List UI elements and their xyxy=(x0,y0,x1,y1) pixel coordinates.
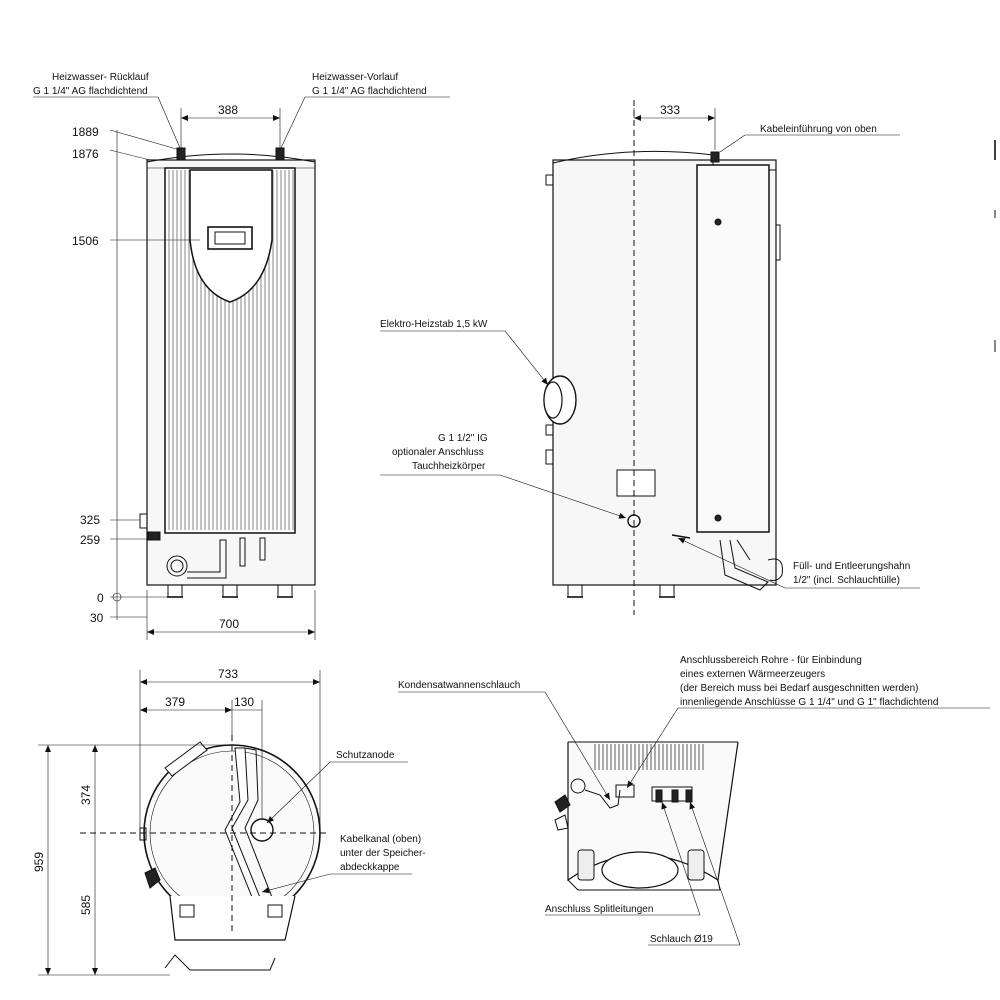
label-cable-entry: Kabeleinführung von oben xyxy=(760,124,877,135)
dim-374: 374 xyxy=(79,785,93,805)
dim-130: 130 xyxy=(234,695,254,709)
label-connection-1: Anschlussbereich Rohre - für Einbindung xyxy=(680,655,862,666)
dim-733: 733 xyxy=(218,667,238,681)
dim-333: 333 xyxy=(660,103,680,117)
dim-959: 959 xyxy=(32,852,46,872)
dim-325: 325 xyxy=(80,513,100,527)
label-optional-3: Tauchheizkörper xyxy=(412,461,486,472)
label-optional-1: G 1 1/2" IG xyxy=(438,433,488,444)
dim-700: 700 xyxy=(219,617,239,631)
label-cable-channel-1: Kabelkanal (oben) xyxy=(340,834,421,845)
label-condensate: Kondensatwannenschlauch xyxy=(398,680,520,691)
label-split: Anschluss Splitleitungen xyxy=(545,904,653,915)
top-view: 733 379 130 959 374 585 Schutzanode Kabe… xyxy=(32,667,426,976)
label-anode: Schutzanode xyxy=(336,750,395,761)
label-drain-1: Füll- und Entleerungshahn xyxy=(793,561,910,572)
label-connection-3: (der Bereich muss bei Bedarf ausgeschnit… xyxy=(680,683,918,694)
label-hose: Schlauch Ø19 xyxy=(650,934,713,945)
dim-259: 259 xyxy=(80,533,100,547)
label-connection-4: innenliegende Anschlüsse G 1 1/4" und G … xyxy=(680,697,938,708)
detail-view: Kondensatwannenschlauch Anschlussbereich… xyxy=(398,655,990,946)
label-connection-2: eines externen Wärmeerzeugers xyxy=(680,669,825,680)
label-return-1: Heizwasser- Rücklauf xyxy=(52,72,149,83)
label-cable-channel-3: abdeckkappe xyxy=(340,862,400,873)
side-panel xyxy=(696,164,770,533)
front-top-cap xyxy=(146,153,316,163)
return-pipe-stub xyxy=(176,147,186,161)
label-supply-1: Heizwasser-Vorlauf xyxy=(312,72,398,83)
dim-1889: 1889 xyxy=(72,125,99,139)
dim-379: 379 xyxy=(165,695,185,709)
label-optional-2: optionaler Anschluss xyxy=(392,447,484,458)
label-return-2: G 1 1/4" AG flachdichtend xyxy=(33,86,148,97)
dim-30: 30 xyxy=(90,611,104,625)
label-drain-2: 1/2" (incl. Schlauchtülle) xyxy=(793,575,900,586)
dim-585: 585 xyxy=(79,895,93,915)
dim-1506: 1506 xyxy=(72,234,99,248)
dim-1876: 1876 xyxy=(72,147,99,161)
supply-pipe-stub xyxy=(275,147,285,161)
side-view: 333 Kabeleinführung von oben Elektro-Hei… xyxy=(380,100,920,615)
anode xyxy=(250,818,274,842)
detail-fins xyxy=(594,744,704,770)
dim-0: 0 xyxy=(97,591,104,605)
side-top-cap xyxy=(552,150,714,165)
dim-388: 388 xyxy=(218,103,238,117)
label-supply-2: G 1 1/4" AG flachdichtend xyxy=(312,86,427,97)
label-cable-channel-2: unter der Speicher- xyxy=(340,848,426,859)
front-view: 1889 1876 1506 325 259 0 30 388 700 Heiz… xyxy=(33,72,450,640)
label-heater: Elektro-Heizstab 1,5 kW xyxy=(380,319,488,330)
